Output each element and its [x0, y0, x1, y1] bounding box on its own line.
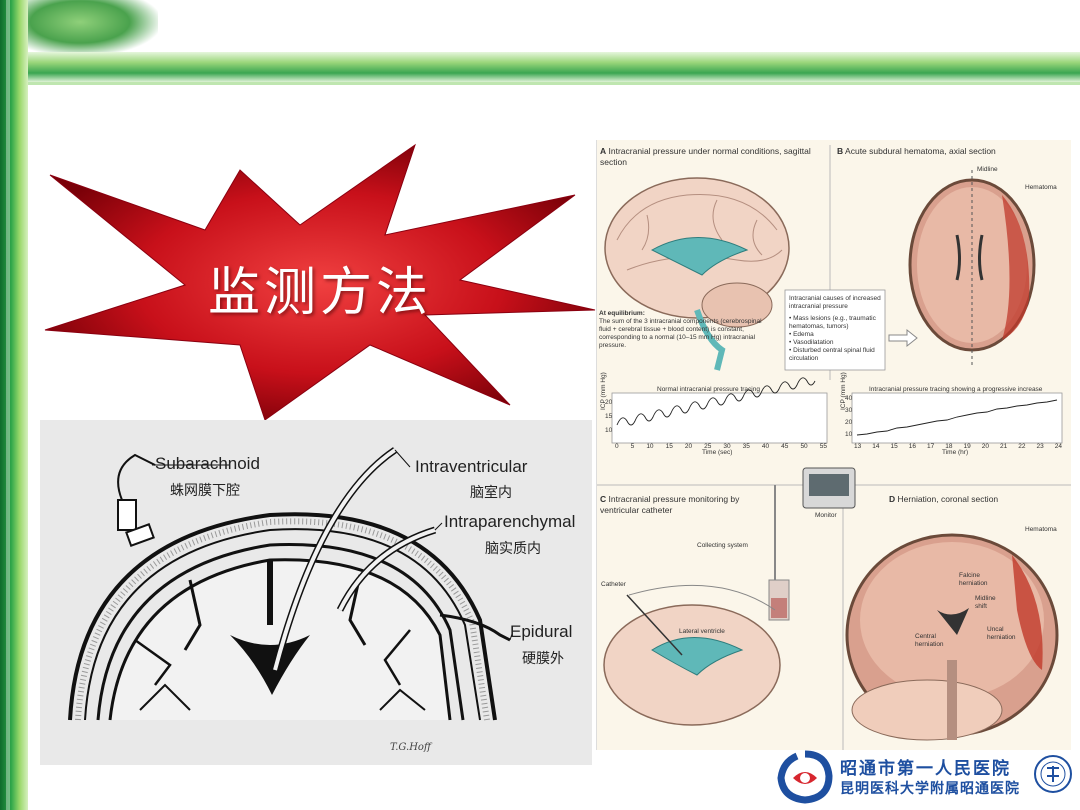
hematoma-label-b: Hematoma: [1025, 184, 1057, 191]
midline-shift-label: Midline shift: [975, 595, 996, 610]
panel-d-title: D Herniation, coronal section: [889, 494, 999, 504]
label-subarachnoid-cn: 蛛网膜下腔: [170, 483, 240, 499]
illustrator-signature: T.G.Hoff: [390, 742, 432, 753]
label-intraparenchymal-cn: 脑实质内: [485, 541, 541, 557]
cause-item: • Mass lesions (e.g., traumatic hematoma…: [789, 315, 876, 330]
midline-label: Midline: [977, 166, 998, 173]
increase-trace-xlabel: Time (hr): [942, 449, 969, 456]
panel-a-title: A Intracranial pressure under normal con…: [600, 146, 811, 167]
increase-trace-title: Intracranial pressure tracing showing a …: [869, 386, 1043, 393]
panel-c-title: C Intracranial pressure monitoring by ve…: [600, 494, 740, 515]
normal-trace-xlabel: Time (sec): [702, 449, 733, 456]
university-seal-icon: [1034, 755, 1072, 793]
lateral-ventricle-label: Lateral ventricle: [679, 628, 725, 635]
label-intraparenchymal: Intraparenchymal: [444, 512, 576, 531]
hospital-logo: 昭通市第一人民医院 昆明医科大学附属昭通医院: [775, 748, 1075, 808]
label-epidural: Epidural: [510, 622, 573, 641]
cause-item: • Edema: [789, 331, 814, 338]
panel-b-title: B Acute subdural hematoma, axial section: [837, 146, 996, 156]
label-subarachnoid: Subarachnoid: [155, 454, 260, 473]
causes-box: Intracranial causes of increased intracr…: [789, 295, 883, 363]
central-herniation-label: Central herniation: [915, 633, 944, 648]
cause-item: • Disturbed central spinal fluid circula…: [789, 347, 875, 362]
collecting-system-label: Collecting system: [697, 542, 748, 549]
hospital-emblem-icon: [777, 750, 833, 804]
causes-title: Intracranial causes of increased intracr…: [789, 295, 881, 310]
hospital-affiliation: 昆明医科大学附属昭通医院: [840, 781, 1020, 797]
hospital-name: 昭通市第一人民医院: [840, 759, 1011, 779]
falcine-herniation-label: Falcine herniation: [959, 572, 988, 587]
slide-left-bar: [0, 0, 28, 810]
icp-illustration-figure: A Intracranial pressure under normal con…: [596, 140, 1071, 750]
label-intraventricular-cn: 脑室内: [470, 485, 512, 501]
slide-title: 监测方法: [207, 263, 432, 323]
label-intraventricular: Intraventricular: [415, 457, 528, 476]
header-divider: [28, 82, 1080, 85]
label-epidural-cn: 硬膜外: [522, 651, 564, 667]
skull-cross-section: [68, 447, 513, 721]
starburst-shape: [44, 143, 596, 421]
cause-item: • Vasodilatation: [789, 339, 834, 346]
hematoma-label-d: Hematoma: [1025, 526, 1057, 533]
figure-artwork: [597, 145, 1071, 750]
corner-leaf-decoration: [28, 0, 158, 55]
monitor-label: Monitor: [815, 512, 837, 519]
catheter-label: Catheter: [601, 581, 626, 588]
slide-header-band: [28, 52, 1080, 82]
uncal-herniation-label: Uncal herniation: [987, 626, 1016, 641]
icp-monitoring-sites-diagram: Subarachnoid 蛛网膜下腔 Intraventricular 脑室内 …: [40, 420, 592, 765]
normal-trace-title: Normal intracranial pressure tracing: [657, 386, 760, 393]
equilibrium-note: At equilibrium:The sum of the 3 intracra…: [599, 310, 762, 349]
